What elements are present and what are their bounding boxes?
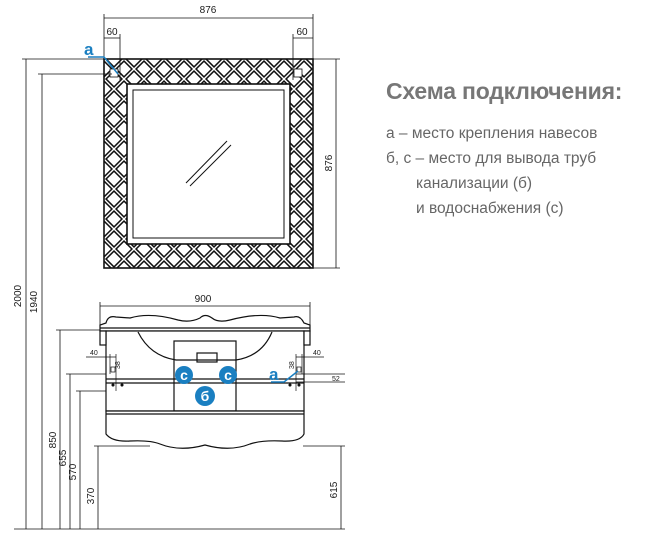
- cabinet-leg-left: [99, 330, 107, 346]
- legend-line-pipes: б, с – место для вывода труб: [386, 150, 597, 167]
- marker-c-left-label: c: [180, 367, 188, 383]
- dim-mirror-offset-right: 60: [296, 27, 308, 38]
- dim-height-655: 655: [58, 449, 69, 466]
- siphon: [196, 352, 218, 363]
- dim-mount-height: 1940: [29, 290, 40, 313]
- marker-a-cabinet-label: a: [269, 365, 279, 384]
- legend-title: Схема подключения:: [386, 78, 623, 104]
- dim-mirror-height: 876: [324, 154, 335, 171]
- marker-c-right-label: c: [224, 367, 232, 383]
- legend-line-mount: а – место крепления навесов: [386, 125, 598, 142]
- marker-a-top-label: a: [84, 40, 94, 59]
- dim-height-570: 570: [68, 463, 79, 480]
- legend-line-water: и водоснабжения (с): [416, 200, 564, 217]
- dim-side-left-40: 40: [90, 350, 98, 357]
- dim-total-height: 2000: [13, 284, 24, 307]
- connection-legend: Схема подключения: а – место крепления н…: [386, 78, 651, 221]
- mirror-glare-1: [185, 140, 228, 184]
- dim-side-right-38: 38: [289, 361, 296, 369]
- mount-detail-left: [86, 354, 124, 391]
- dim-side-right-40: 40: [313, 350, 321, 357]
- cabinet-width-dimension: [99, 302, 311, 325]
- mirror-dimensions: [103, 14, 340, 269]
- legend-line-sewer: канализации (б): [416, 175, 533, 192]
- marker-a-cabinet: a: [269, 365, 299, 384]
- marker-c-left: c: [175, 366, 193, 384]
- dim-mirror-offset-left: 60: [106, 27, 118, 38]
- dim-top-height: 850: [48, 431, 59, 448]
- marker-b-label: б: [201, 388, 210, 404]
- marker-c-right: c: [219, 366, 237, 384]
- mount-detail-right: [288, 354, 345, 391]
- mirror-glare-2: [189, 144, 232, 187]
- mirror: [103, 58, 314, 269]
- dim-side-left-38: 38: [115, 361, 122, 369]
- dim-side-right-52: 52: [332, 376, 340, 383]
- sink-bowl: [137, 331, 273, 361]
- dim-cabinet-width: 900: [195, 294, 212, 305]
- mount-point-right: [293, 68, 303, 78]
- dim-height-615: 615: [329, 481, 340, 498]
- countertop: [99, 314, 311, 332]
- dim-height-370: 370: [86, 487, 97, 504]
- marker-b: б: [195, 386, 215, 406]
- marker-a-top: a: [84, 40, 119, 75]
- cabinet-leg-right: [303, 330, 311, 346]
- mirror-glass: [132, 89, 285, 239]
- cabinet-base: [105, 410, 305, 449]
- dim-mirror-width: 876: [200, 5, 217, 16]
